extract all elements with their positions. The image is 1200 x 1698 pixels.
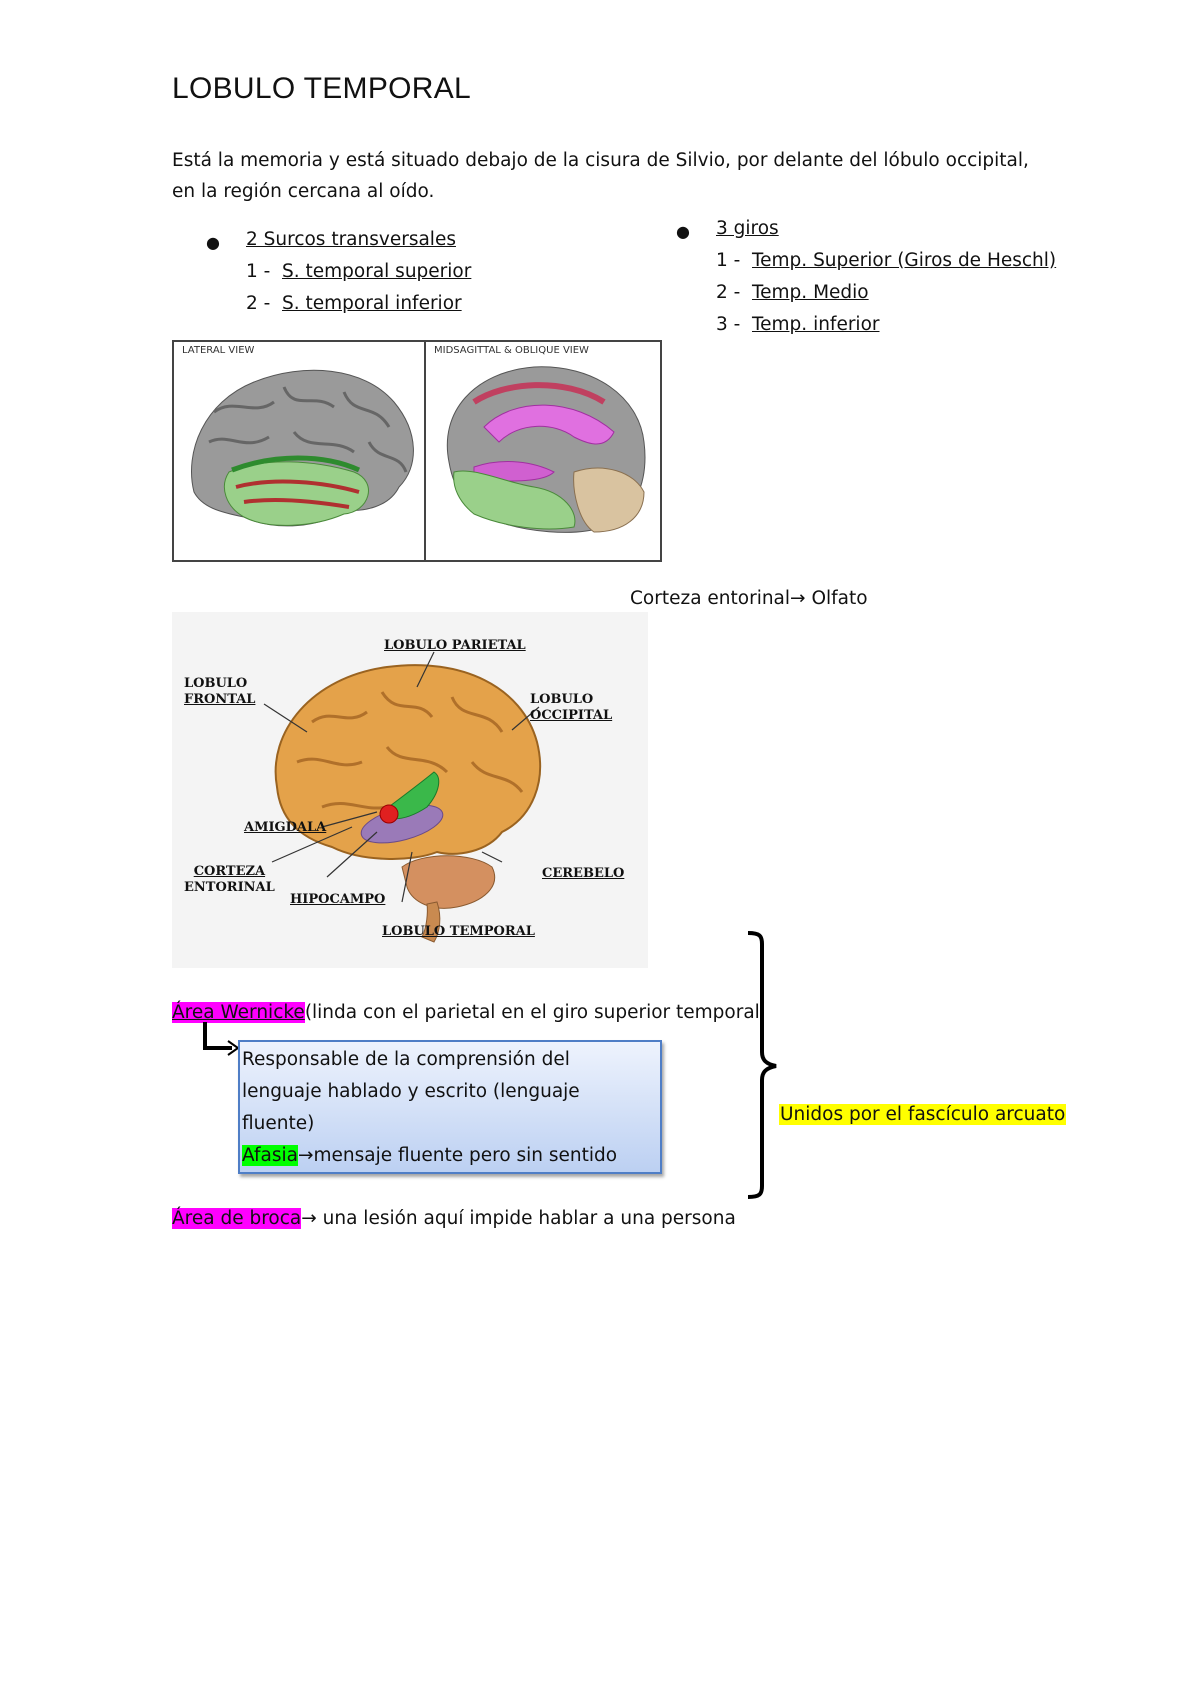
page-title: LOBULO TEMPORAL [172, 72, 472, 105]
arrow-icon: → [790, 588, 806, 609]
label-occipital-line-1: LOBULO [530, 692, 594, 707]
label-lobulo-frontal: LOBULO FRONTAL [184, 676, 255, 708]
figure-brain-labeled: LOBULO PARIETAL LOBULO FRONTAL LOBULO OC… [172, 612, 648, 968]
box-line-2: lenguaje hablado y escrito (lenguaje [242, 1081, 580, 1102]
label-lobulo-temporal: LOBULO TEMPORAL [382, 924, 535, 939]
olfato-label: Olfato [811, 588, 868, 609]
intro-paragraph: Está la memoria y está situado debajo de… [172, 150, 1029, 202]
midsagittal-view-caption: MIDSAGITTAL & OBLIQUE VIEW [434, 345, 589, 356]
giros-num-3: 3 - [716, 314, 741, 335]
bullet-surcos: ● [206, 233, 220, 252]
afasia-term: Afasia [242, 1145, 298, 1166]
fasciculo-label: Unidos por el fascículo arcuato [779, 1104, 1067, 1125]
giros-num-2: 2 - [716, 282, 741, 303]
broca-line: Área de broca→ una lesión aquí impide ha… [172, 1208, 736, 1229]
label-occipital-line-2: OCCIPITAL [530, 708, 613, 723]
giros-item-3: Temp. inferior [752, 314, 880, 335]
corteza-note: Corteza entorinal→ Olfato [630, 588, 868, 609]
label-lobulo-parietal: LOBULO PARIETAL [384, 638, 526, 653]
right-brace-icon [747, 931, 777, 1199]
label-cerebelo: CEREBELO [542, 866, 625, 881]
label-frontal-line-2: FRONTAL [184, 692, 256, 707]
surcos-item-1: S. temporal superior [282, 261, 472, 282]
arrow-icon: → [301, 1208, 317, 1229]
surcos-item-2: S. temporal inferior [282, 293, 462, 314]
giros-item-2: Temp. Medio [752, 282, 869, 303]
wernicke-desc: (linda con el parietal en el giro superi… [304, 1002, 760, 1023]
giros-heading: 3 giros [716, 218, 779, 239]
broca-desc: una lesión aquí impide hablar a una pers… [316, 1208, 736, 1229]
label-hipocampo: HIPOCAMPO [290, 892, 386, 907]
wernicke-line: Área Wernicke(linda con el parietal en e… [172, 1002, 760, 1023]
lateral-brain-illustration [191, 369, 414, 527]
figure-brain-views: LATERAL VIEW MIDSAGITTAL & OBLIQUE VIEW [172, 340, 662, 562]
surcos-num-1: 1 - [246, 261, 271, 282]
broca-term: Área de broca [172, 1208, 302, 1229]
label-amigdala: AMIGDALA [244, 820, 327, 835]
label-corteza-entorinal: CORTEZA ENTORINAL [184, 864, 275, 896]
giros-num-1: 1 - [716, 250, 741, 271]
wernicke-definition-box [238, 1040, 662, 1174]
box-line-3: fluente) [242, 1113, 315, 1134]
surcos-heading: 2 Surcos transversales [246, 229, 456, 250]
brain-illustration [263, 651, 542, 943]
box-line-1: Responsable de la comprensión del [242, 1049, 570, 1070]
label-corteza-line-2: ENTORINAL [184, 880, 275, 895]
label-lobulo-occipital: LOBULO OCCIPITAL [530, 692, 612, 724]
midsagittal-brain-illustration [446, 366, 646, 533]
arrow-icon: → [297, 1145, 314, 1166]
wernicke-definition-text: Responsable de la comprensión del lengua… [242, 1044, 617, 1172]
afasia-line: Afasia→mensaje fluente pero sin sentido [242, 1140, 617, 1172]
label-frontal-line-1: LOBULO [184, 676, 248, 691]
giros-item-1: Temp. Superior (Giros de Heschl) [752, 250, 1057, 271]
wernicke-term: Área Wernicke [172, 1002, 305, 1023]
surcos-num-2: 2 - [246, 293, 271, 314]
lateral-view-caption: LATERAL VIEW [182, 345, 255, 356]
afasia-desc: mensaje fluente pero sin sentido [313, 1145, 618, 1166]
bullet-giros: ● [676, 222, 690, 241]
label-corteza-line-1: CORTEZA [193, 864, 266, 879]
corteza-label: Corteza entorinal [630, 588, 791, 609]
